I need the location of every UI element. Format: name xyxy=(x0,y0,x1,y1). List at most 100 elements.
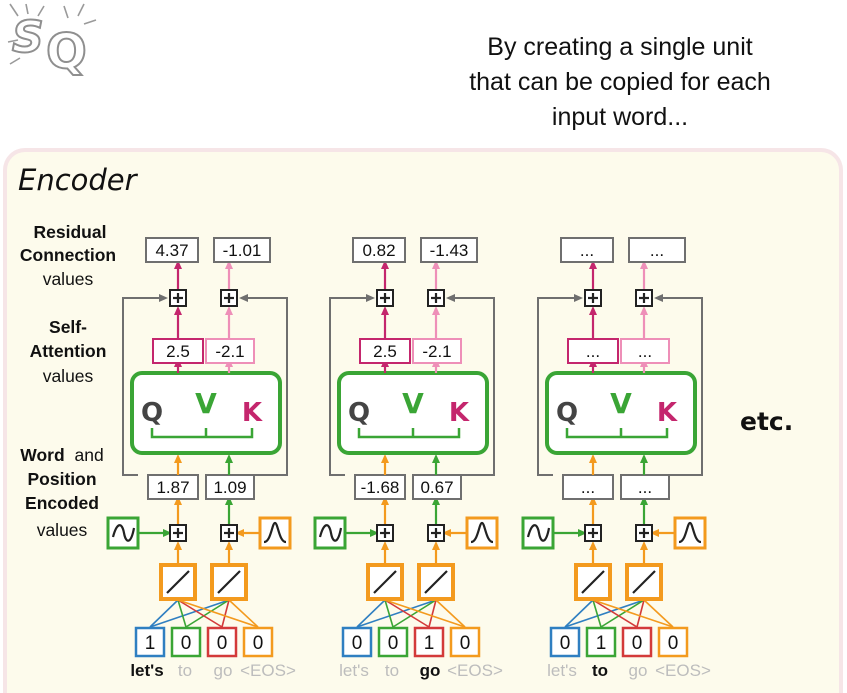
embedding-linear-right xyxy=(417,563,455,601)
onehot-box-border xyxy=(585,626,617,658)
onehot-box-4: 0 xyxy=(242,626,274,658)
attention-value-left: 2.5 xyxy=(152,338,204,364)
onehot-box-border xyxy=(621,626,653,658)
query-letter: Q xyxy=(556,398,578,428)
onehot-value: 0 xyxy=(460,633,471,654)
residual-value-left-border xyxy=(352,237,406,263)
slide-caption: By creating a single unit that can be co… xyxy=(400,30,840,135)
onehot-box-4: 0 xyxy=(449,626,481,658)
query-letter: Q xyxy=(348,398,370,428)
residual-value-right: -1.01 xyxy=(213,237,271,263)
input-weight-left-4 xyxy=(384,599,466,628)
residual-loop-right xyxy=(654,294,703,476)
input-weight-left-3 xyxy=(177,599,223,628)
input-weight-right-3 xyxy=(428,599,437,628)
encoded-value-left-value: -1.68 xyxy=(361,478,400,497)
key-letter: K xyxy=(449,398,470,428)
position-add-left xyxy=(376,524,394,542)
onehot-box-1: 0 xyxy=(549,626,581,658)
token-4: <EOS> xyxy=(447,661,503,680)
input-weight-right-1 xyxy=(356,599,437,628)
token-1: let's xyxy=(339,661,369,680)
onehot-value: 0 xyxy=(352,633,363,654)
residual-loop-left xyxy=(329,294,375,476)
onehot-value: 0 xyxy=(668,633,679,654)
attention-value-left-border xyxy=(359,338,411,364)
token-2: to xyxy=(178,661,192,680)
sine-position-icon xyxy=(313,516,347,550)
encoded-value-left: ... xyxy=(562,474,614,500)
encoded-value-left: 1.87 xyxy=(147,474,199,500)
position-add-left xyxy=(584,524,602,542)
residual-value-right-value: ... xyxy=(650,241,664,260)
attention-value-left: 2.5 xyxy=(359,338,411,364)
encoded-value-right: ... xyxy=(620,474,670,500)
token-3: go xyxy=(214,661,233,680)
svg-text:S: S xyxy=(12,12,44,63)
onehot-box-border xyxy=(413,626,445,658)
encoded-value-left: -1.68 xyxy=(354,474,406,500)
onehot-box-border xyxy=(170,626,202,658)
encoded-value-left-border xyxy=(562,474,614,500)
attention-value-right-value: ... xyxy=(638,342,652,361)
embedding-linear-right xyxy=(625,563,663,601)
onehot-box-2: 1 xyxy=(585,626,617,658)
input-weight-right-1 xyxy=(564,599,645,628)
encoded-value-right-value: ... xyxy=(638,478,652,497)
encoded-value-right-value: 0.67 xyxy=(420,478,453,497)
and-label: and xyxy=(75,445,104,465)
residual-value-right-border xyxy=(420,237,478,263)
attention-label-3: values xyxy=(43,366,94,386)
input-weight-right-3 xyxy=(636,599,645,628)
word-position-label-1: Word and xyxy=(20,445,103,465)
attention-value-right-border xyxy=(412,338,462,364)
residual-value-right: ... xyxy=(628,237,686,263)
onehot-box-border xyxy=(242,626,274,658)
value-letter: V xyxy=(402,387,424,420)
input-weight-left-3 xyxy=(592,599,638,628)
embedding-linear-right xyxy=(210,563,248,601)
residual-value-right-border xyxy=(628,237,686,263)
sine-position-icon-wave xyxy=(526,524,551,542)
onehot-box-border xyxy=(657,626,689,658)
onehot-box-3: 0 xyxy=(206,626,238,658)
residual-value-left: 0.82 xyxy=(352,237,406,263)
attention-bracket xyxy=(357,428,461,439)
residual-value-left: 4.37 xyxy=(145,237,199,263)
input-weight-right-2 xyxy=(600,599,645,628)
onehot-value: 0 xyxy=(253,633,264,654)
encoded-value-right-value: 1.09 xyxy=(213,478,246,497)
caption-line-2: that can be copied for each xyxy=(469,68,771,96)
input-weight-right-4 xyxy=(228,599,259,628)
residual-add-right xyxy=(427,289,445,307)
input-weight-left-2 xyxy=(177,599,187,628)
residual-add-right xyxy=(220,289,238,307)
attention-value-left-value: 2.5 xyxy=(166,342,190,361)
onehot-box-1: 0 xyxy=(341,626,373,658)
onehot-box-3: 0 xyxy=(621,626,653,658)
onehot-value: 0 xyxy=(632,633,643,654)
svg-text:Q: Q xyxy=(46,24,87,80)
input-weight-left-2 xyxy=(592,599,602,628)
onehot-box-2: 0 xyxy=(377,626,409,658)
attention-value-right-border xyxy=(620,338,670,364)
encoded-value-right: 0.67 xyxy=(412,474,462,500)
position-add-left xyxy=(169,524,187,542)
onehot-value: 0 xyxy=(181,633,192,654)
encoded-value-left-value: 1.87 xyxy=(156,478,189,497)
token-2: to xyxy=(592,661,608,680)
onehot-box-border xyxy=(377,626,409,658)
onehot-box-border xyxy=(206,626,238,658)
input-weight-left-1 xyxy=(564,599,594,628)
position-add-right xyxy=(635,524,653,542)
caption-line-1: By creating a single unit xyxy=(487,33,753,61)
input-weight-left-4 xyxy=(177,599,259,628)
residual-loop-right xyxy=(239,294,288,476)
caption-line-3: input word... xyxy=(551,103,689,131)
onehot-box-border xyxy=(134,626,166,658)
self-attention-border xyxy=(545,371,697,455)
encoded-value-left-value: ... xyxy=(581,478,595,497)
